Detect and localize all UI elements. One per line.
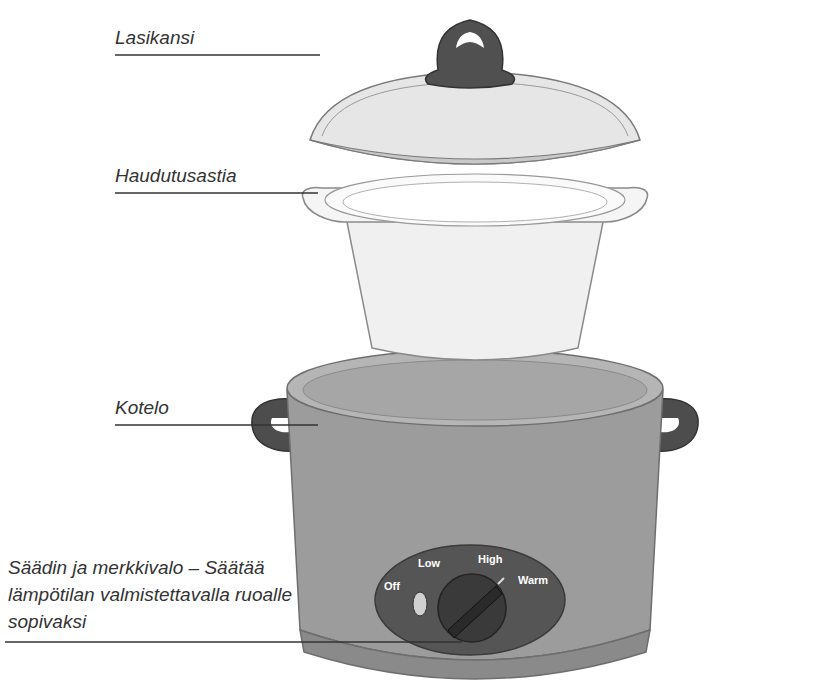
- dial-label: Low: [418, 557, 440, 569]
- part-label: Kotelo: [115, 394, 415, 421]
- leader-line: [5, 641, 462, 643]
- leader-line: [115, 424, 318, 426]
- dial-pointer: [498, 578, 504, 584]
- lid-edge: [322, 82, 628, 136]
- indicator-light: [413, 592, 427, 616]
- pot-inner: [343, 182, 607, 222]
- pot-opening: [325, 174, 625, 226]
- lid-knob: [426, 20, 515, 88]
- part-label: Lasikansi: [115, 24, 415, 51]
- part-label: Haudutusastia: [115, 162, 415, 189]
- part-label: Säädin ja merkkivalo – Säätää lämpötilan…: [8, 554, 343, 635]
- housing-opening: [303, 360, 647, 420]
- leader-line: [115, 54, 320, 56]
- control-dial: [438, 574, 506, 642]
- dial-label: Warm: [518, 574, 548, 586]
- handle-hole: [660, 418, 679, 432]
- leader-line: [115, 192, 318, 194]
- pot-body: [345, 212, 605, 360]
- lid-rim: [310, 140, 640, 164]
- housing-body: [287, 390, 663, 660]
- knob-hole: [456, 32, 484, 48]
- dial-grip: [448, 586, 502, 638]
- dial-label: High: [478, 553, 502, 565]
- dial-label: Off: [384, 580, 400, 592]
- control-panel: [375, 545, 565, 655]
- housing-rim: [287, 350, 663, 426]
